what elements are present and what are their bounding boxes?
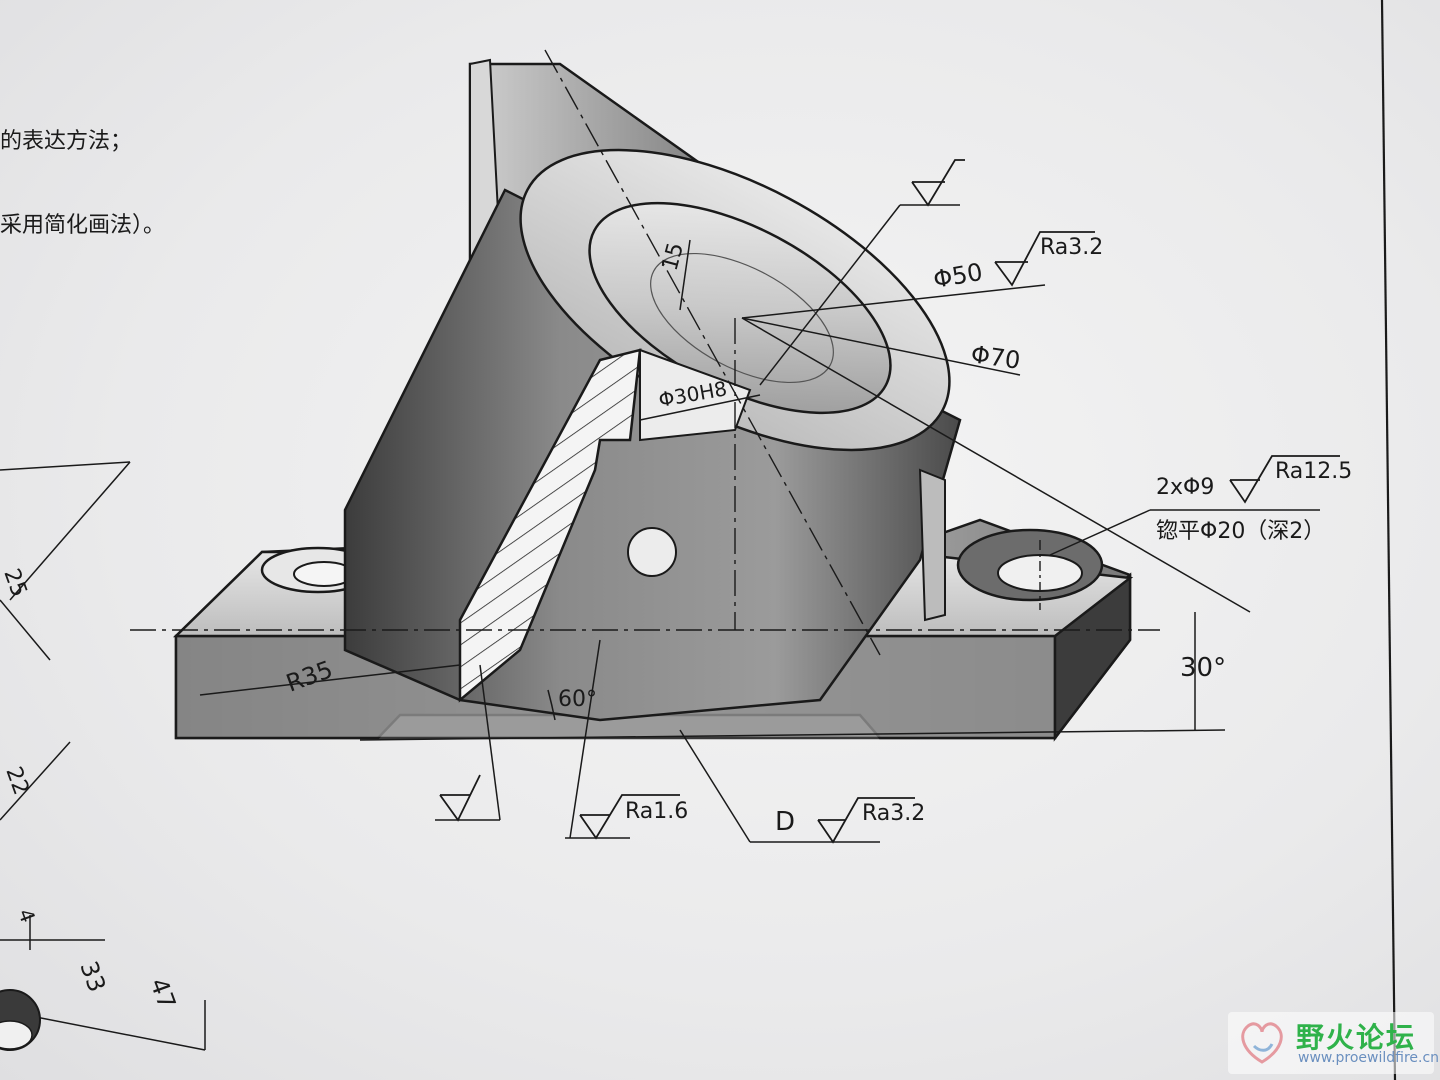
dim-30-deg: 30° (1180, 653, 1226, 683)
intro-text-line2: 采用简化画法）。 (0, 213, 165, 238)
dim-47: 47 (144, 974, 181, 1012)
intro-text-line1: 的表达方法； (0, 129, 132, 154)
dim-22: 22 (0, 764, 33, 799)
section-cut (458, 348, 752, 703)
hole-spec: 2xΦ9 (1156, 475, 1214, 500)
watermark-title: 野火论坛 (1296, 1021, 1417, 1054)
watermark-logo-icon (1241, 1022, 1283, 1064)
roughness-ra16: Ra1.6 (625, 799, 688, 824)
partial-view-bottom-left (0, 989, 41, 1051)
dim-phi70: Φ70 (969, 340, 1022, 375)
dim-60-deg: 60° (558, 687, 597, 712)
dimension-lines (0, 0, 1397, 1080)
datum-d: D (775, 807, 795, 837)
roughness-ra32-top: Ra3.2 (1040, 235, 1103, 260)
roughness-symbols (439, 159, 1340, 844)
dim-25: 25 (0, 566, 31, 601)
roughness-ra125: Ra12.5 (1275, 459, 1352, 484)
dim-phi50: Φ50 (931, 258, 985, 294)
center-lines (130, 49, 1160, 656)
dim-33: 33 (74, 957, 111, 995)
watermark-url: www.proewildfire.cn (1298, 1050, 1440, 1066)
dim-4: 4 (13, 906, 40, 926)
roughness-ra32-bottom: Ra3.2 (862, 801, 925, 826)
watermark-box (1228, 1012, 1434, 1074)
spotface-spec: 锪平Φ20（深2） (1156, 519, 1325, 544)
